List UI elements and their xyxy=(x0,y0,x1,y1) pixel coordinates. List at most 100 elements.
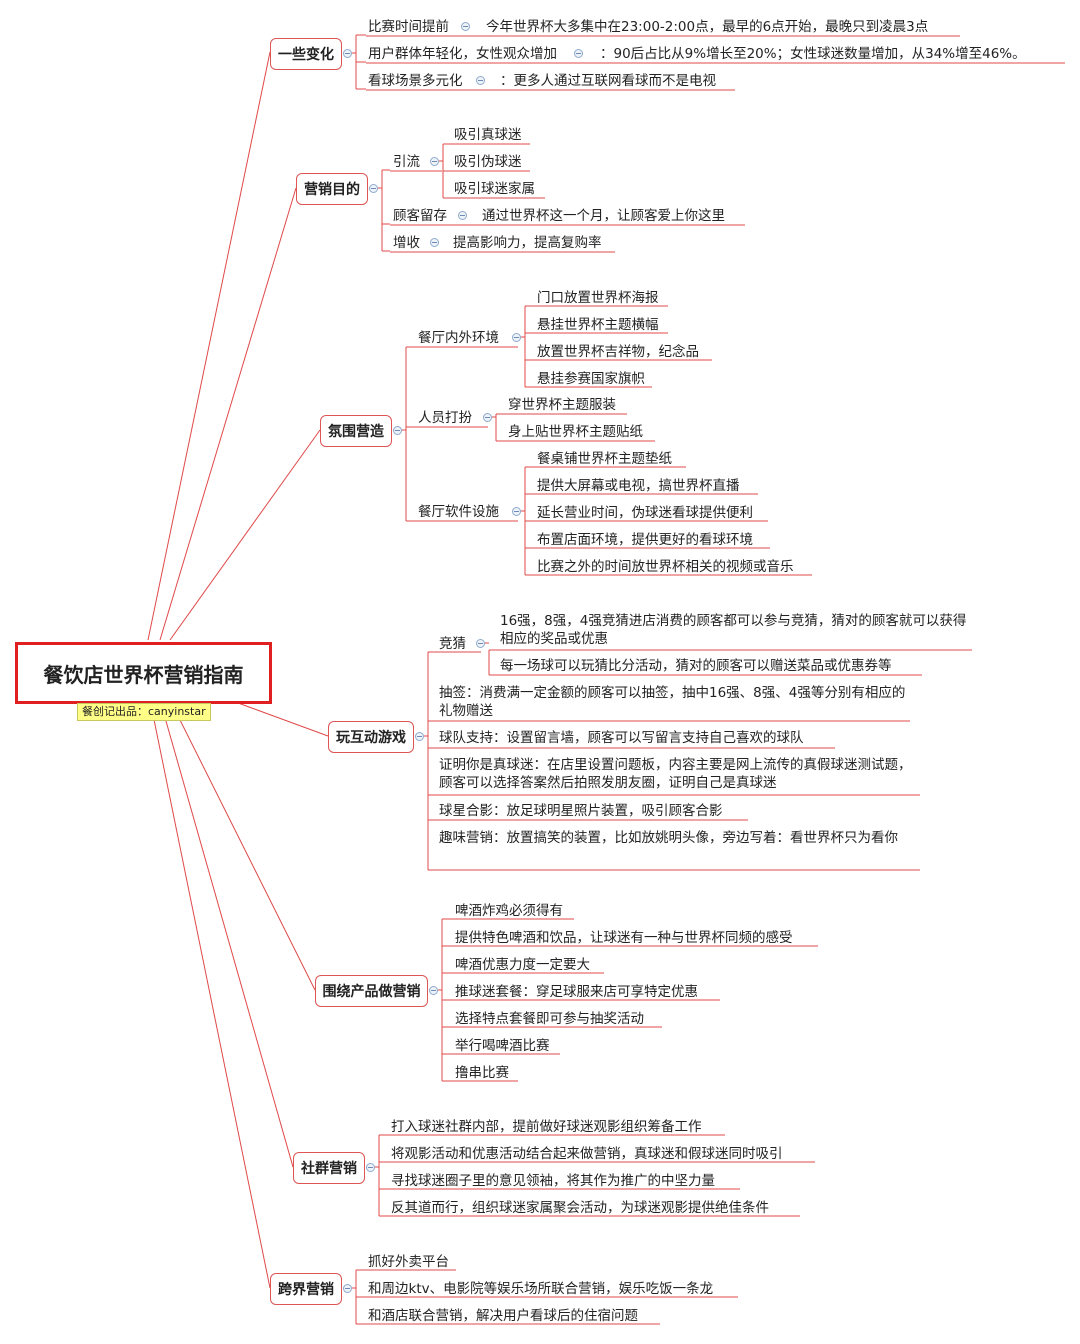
goals-revenue-note-text: 提高影响力，提高复购率 xyxy=(453,235,602,251)
product-item[interactable]: 举行喝啤酒比赛 xyxy=(453,1037,550,1055)
goals-sub-revenue[interactable]: 增收 xyxy=(393,234,420,252)
games-guess-item-label: 每一场球可以玩猜比分活动，猜对的顾客可以赠送菜品或优惠券等 xyxy=(500,658,892,674)
atmosphere-facilities-item[interactable]: 布置店面环境，提供更好的看球环境 xyxy=(535,531,753,549)
product-item[interactable]: 推球迷套餐：穿足球服来店可享特定优惠 xyxy=(453,983,698,1001)
collapse-toggle-icon[interactable] xyxy=(483,413,492,422)
games-sub-guess[interactable]: 竞猜 xyxy=(439,635,466,653)
root-node[interactable]: 餐饮店世界杯营销指南 xyxy=(15,642,272,704)
branch-crossover[interactable]: 跨界营销 xyxy=(270,1273,342,1305)
goals-sub-retention[interactable]: 顾客留存 xyxy=(393,207,447,225)
atmosphere-environment-item-label: 悬挂参赛国家旗帜 xyxy=(537,371,645,387)
collapse-toggle-icon[interactable] xyxy=(461,22,470,31)
collapse-toggle-icon[interactable] xyxy=(476,76,485,85)
crossover-item-label: 抓好外卖平台 xyxy=(368,1254,449,1270)
goals-traffic-item[interactable]: 吸引球迷家属 xyxy=(452,180,535,198)
branch-product[interactable]: 围绕产品做营销 xyxy=(315,975,428,1007)
atmosphere-facilities-item[interactable]: 餐桌铺世界杯主题垫纸 xyxy=(535,450,672,468)
product-item-label: 选择特点套餐即可参与抽奖活动 xyxy=(455,1011,644,1027)
atmosphere-facilities-item[interactable]: 比赛之外的时间放世界杯相关的视频或音乐 xyxy=(535,558,794,576)
goals-retention-note: 通过世界杯这一个月，让顾客爱上你这里 xyxy=(482,207,725,225)
collapse-toggle-icon[interactable] xyxy=(429,986,438,995)
changes-item-scene-note-text: ：更多人通过互联网看球而不是电视 xyxy=(500,73,716,89)
atmosphere-sub-facilities[interactable]: 餐厅软件设施 xyxy=(418,503,499,521)
product-item[interactable]: 啤酒优惠力度一定要大 xyxy=(453,956,590,974)
collapse-toggle-icon[interactable] xyxy=(415,732,424,741)
crossover-item[interactable]: 和周边ktv、电影院等娱乐场所联合营销，娱乐吃饭一条龙 xyxy=(366,1280,713,1298)
crossover-item[interactable]: 和酒店联合营销，解决用户看球后的住宿问题 xyxy=(366,1307,638,1325)
atmosphere-sub-staff-label: 人员打扮 xyxy=(418,410,472,426)
branch-atmosphere[interactable]: 氛围营造 xyxy=(320,415,392,447)
collapse-toggle-icon[interactable] xyxy=(574,49,583,58)
goals-sub-retention-label: 顾客留存 xyxy=(393,208,447,224)
atmosphere-facilities-item[interactable]: 提供大屏幕或电视，搞世界杯直播 xyxy=(535,477,740,495)
crossover-item-label: 和酒店联合营销，解决用户看球后的住宿问题 xyxy=(368,1308,638,1324)
games-item-lottery[interactable]: 抽签：消费满一定金额的顾客可以抽签，抽中16强、8强、4强等分别有相应的礼物赠送 xyxy=(439,684,909,720)
branch-community[interactable]: 社群营销 xyxy=(293,1152,365,1184)
games-guess-item[interactable]: 16强，8强，4强竞猜进店消费的顾客都可以参与竞猜，猜对的顾客就可以获得相应的奖… xyxy=(498,612,970,648)
games-item-lottery-label: 抽签：消费满一定金额的顾客可以抽签，抽中16强、8强、4强等分别有相应的礼物赠送 xyxy=(439,685,906,719)
community-item[interactable]: 寻找球迷圈子里的意见领袖，将其作为推广的中坚力量 xyxy=(389,1172,715,1190)
collapse-toggle-icon[interactable] xyxy=(366,1163,375,1172)
branch-community-label: 社群营销 xyxy=(301,1161,357,1177)
atmosphere-facilities-item[interactable]: 延长营业时间，伪球迷看球提供便利 xyxy=(535,504,753,522)
community-item[interactable]: 打入球迷社群内部，提前做好球迷观影组织筹备工作 xyxy=(389,1118,702,1136)
collapse-toggle-icon[interactable] xyxy=(343,1284,352,1293)
goals-retention-note-text: 通过世界杯这一个月，让顾客爱上你这里 xyxy=(482,208,725,224)
product-item[interactable]: 选择特点套餐即可参与抽奖活动 xyxy=(453,1010,644,1028)
branch-atmosphere-label: 氛围营造 xyxy=(328,424,384,440)
community-item-label: 打入球迷社群内部，提前做好球迷观影组织筹备工作 xyxy=(391,1119,702,1135)
atmosphere-facilities-item-label: 提供大屏幕或电视，搞世界杯直播 xyxy=(537,478,740,494)
atmosphere-staff-item[interactable]: 穿世界杯主题服装 xyxy=(506,396,616,414)
product-item-label: 推球迷套餐：穿足球服来店可享特定优惠 xyxy=(455,984,698,1000)
product-item[interactable]: 撸串比赛 xyxy=(453,1064,509,1082)
goals-sub-traffic[interactable]: 引流 xyxy=(393,153,420,171)
goals-traffic-item[interactable]: 吸引伪球迷 xyxy=(452,153,522,171)
changes-item-time-note-text: 今年世界杯大多集中在23:00-2:00点，最早的6点开始，最晚只到凌晨3点 xyxy=(486,19,929,35)
games-item-true-fan[interactable]: 证明你是真球迷：在店里设置问题板，内容主要是网上流传的真假球迷测试题，顾客可以选… xyxy=(439,756,919,792)
goals-traffic-item[interactable]: 吸引真球迷 xyxy=(452,126,522,144)
atmosphere-environment-item[interactable]: 放置世界杯吉祥物，纪念品 xyxy=(535,343,699,361)
games-item-star-photo-label: 球星合影：放足球明星照片装置，吸引顾客合影 xyxy=(439,803,723,819)
trunk-line xyxy=(169,699,316,991)
branch-goals[interactable]: 营销目的 xyxy=(296,173,368,205)
atmosphere-sub-staff[interactable]: 人员打扮 xyxy=(418,409,472,427)
community-item-label: 反其道而行，组织球迷家属聚会活动，为球迷观影提供绝佳条件 xyxy=(391,1200,769,1216)
games-item-team-support[interactable]: 球队支持：设置留言墙，顾客可以写留言支持自己喜欢的球队 xyxy=(439,729,804,747)
branch-changes[interactable]: 一些变化 xyxy=(270,38,342,70)
changes-item-scene[interactable]: 看球场景多元化 xyxy=(368,72,463,90)
atmosphere-environment-item[interactable]: 悬挂世界杯主题横幅 xyxy=(535,316,659,334)
crossover-item[interactable]: 抓好外卖平台 xyxy=(366,1253,449,1271)
product-item[interactable]: 啤酒炸鸡必须得有 xyxy=(453,902,563,920)
collapse-toggle-icon[interactable] xyxy=(430,157,439,166)
atmosphere-environment-item[interactable]: 门口放置世界杯海报 xyxy=(535,289,659,307)
atmosphere-staff-item-label: 穿世界杯主题服装 xyxy=(508,397,616,413)
atmosphere-sub-environment[interactable]: 餐厅内外环境 xyxy=(418,329,499,347)
community-item[interactable]: 将观影活动和优惠活动结合起来做营销，真球迷和假球迷同时吸引 xyxy=(389,1145,783,1163)
branch-changes-label: 一些变化 xyxy=(278,47,334,63)
collapse-toggle-icon[interactable] xyxy=(430,238,439,247)
changes-item-time[interactable]: 比赛时间提前 xyxy=(368,18,449,36)
collapse-toggle-icon[interactable] xyxy=(369,184,378,193)
collapse-toggle-icon[interactable] xyxy=(512,333,521,342)
product-item-label: 提供特色啤酒和饮品，让球迷有一种与世界杯同频的感受 xyxy=(455,930,793,946)
collapse-toggle-icon[interactable] xyxy=(512,507,521,516)
collapse-toggle-icon[interactable] xyxy=(458,211,467,220)
branch-games[interactable]: 玩互动游戏 xyxy=(328,721,414,753)
product-item-label: 撸串比赛 xyxy=(455,1065,509,1081)
collapse-toggle-icon[interactable] xyxy=(393,426,402,435)
collapse-toggle-icon[interactable] xyxy=(476,639,485,648)
atmosphere-staff-item[interactable]: 身上贴世界杯主题贴纸 xyxy=(506,423,643,441)
changes-item-audience-note: ：90后占比从9%增长至20%；女性球迷数量增加，从34%增至46%。 xyxy=(600,45,1026,63)
changes-item-audience[interactable]: 用户群体年轻化，女性观众增加 xyxy=(368,45,557,63)
games-guess-item-label: 16强，8强，4强竞猜进店消费的顾客都可以参与竞猜，猜对的顾客就可以获得相应的奖… xyxy=(500,613,967,647)
atmosphere-environment-item[interactable]: 悬挂参赛国家旗帜 xyxy=(535,370,645,388)
collapse-toggle-icon[interactable] xyxy=(343,49,352,58)
goals-sub-revenue-label: 增收 xyxy=(393,235,420,251)
games-guess-item[interactable]: 每一场球可以玩猜比分活动，猜对的顾客可以赠送菜品或优惠券等 xyxy=(498,657,892,675)
games-item-star-photo[interactable]: 球星合影：放足球明星照片装置，吸引顾客合影 xyxy=(439,802,723,820)
community-item[interactable]: 反其道而行，组织球迷家属聚会活动，为球迷观影提供绝佳条件 xyxy=(389,1199,769,1217)
author-label: 餐创记出品：canyinstar xyxy=(82,705,206,718)
product-item[interactable]: 提供特色啤酒和饮品，让球迷有一种与世界杯同频的感受 xyxy=(453,929,793,947)
games-item-fun[interactable]: 趣味营销：放置搞笑的装置，比如放姚明头像，旁边写着：看世界杯只为看你 xyxy=(439,829,914,847)
changes-item-audience-label: 用户群体年轻化，女性观众增加 xyxy=(368,46,557,62)
